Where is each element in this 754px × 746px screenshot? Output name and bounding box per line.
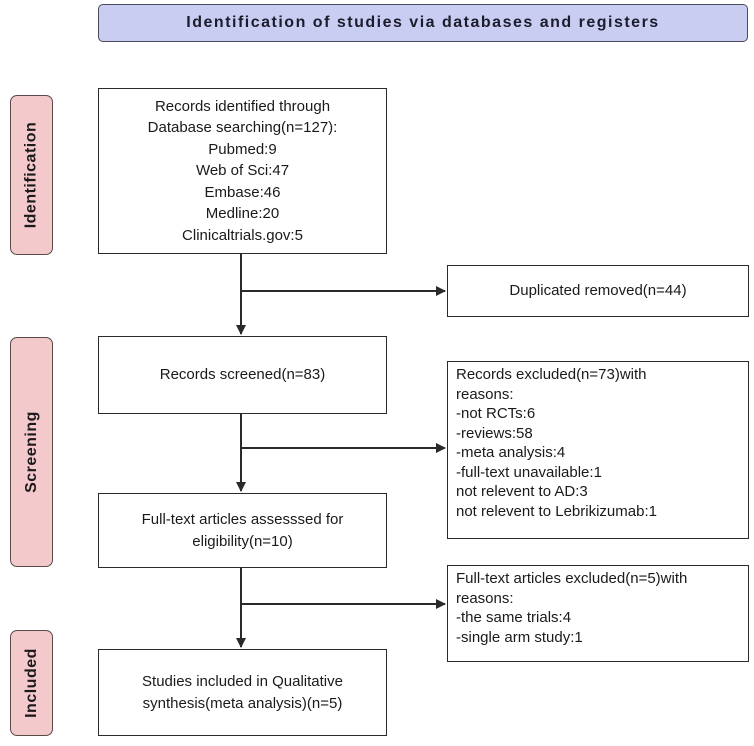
stage-identification: Identification	[10, 95, 53, 255]
records-excluded-line: -full-text unavailable:1	[456, 463, 602, 481]
records-identified-line: Database searching(n=127):	[147, 119, 338, 137]
records-identified-line: Records identified through	[154, 97, 331, 115]
fulltext-excluded-line: reasons:	[456, 589, 514, 607]
stage-included: Included	[10, 630, 53, 736]
stage-screening: Screening	[10, 337, 53, 567]
fulltext-assessed-line: eligibility(n=10)	[192, 532, 293, 550]
fulltext-excluded-line: -the same trials:4	[456, 609, 572, 626]
records-identified-line: Web of Sci:47	[195, 162, 290, 180]
duplicates-removed-line: Duplicated removed(n=44)	[509, 282, 687, 300]
fulltext-excluded-box: Full-text articles excluded(n=5)with rea…	[447, 565, 749, 662]
records-screened-line: Records screened(n=83)	[159, 366, 326, 384]
diagram-header: Identification of studies via databases …	[98, 4, 748, 42]
records-excluded-line: reasons:	[456, 385, 514, 403]
records-identified-line: Embase:46	[204, 183, 281, 201]
studies-included-line: Studies included in Qualitative	[142, 673, 343, 690]
studies-included-line: synthesis(meta analysis)(n=5)	[142, 694, 343, 712]
records-excluded-line: not relevent to Lebrikizumab:1	[456, 502, 657, 520]
fulltext-excluded-line: -single arm study:1	[456, 628, 583, 646]
records-identified-line: Medline:20	[205, 205, 280, 223]
duplicates-removed-box: Duplicated removed(n=44)	[447, 265, 749, 317]
fulltext-excluded-line: Full-text articles excluded(n=5)with	[456, 570, 688, 587]
records-excluded-box: Records excluded(n=73)with reasons: -not…	[447, 361, 749, 539]
records-excluded-line: -reviews:58	[456, 424, 533, 442]
records-screened-box: Records screened(n=83)	[98, 336, 387, 414]
studies-included-box: Studies included in Qualitative synthesi…	[98, 649, 387, 736]
records-identified-line: Clinicaltrials.gov:5	[182, 226, 303, 244]
fulltext-assessed-line: Full-text articles assesssed for	[141, 511, 344, 528]
records-excluded-line: -meta analysis:4	[456, 444, 566, 461]
records-identified-line: Pubmed:9	[208, 140, 277, 158]
records-identified-box: Records identified through Database sear…	[98, 88, 387, 254]
records-excluded-line: Records excluded(n=73)with	[456, 366, 647, 383]
records-excluded-line: -not RCTs:6	[456, 405, 536, 422]
header-title: Identification of studies via databases …	[186, 14, 660, 31]
records-excluded-line: not relevent to AD:3	[456, 483, 588, 500]
fulltext-assessed-box: Full-text articles assesssed for eligibi…	[98, 493, 387, 568]
